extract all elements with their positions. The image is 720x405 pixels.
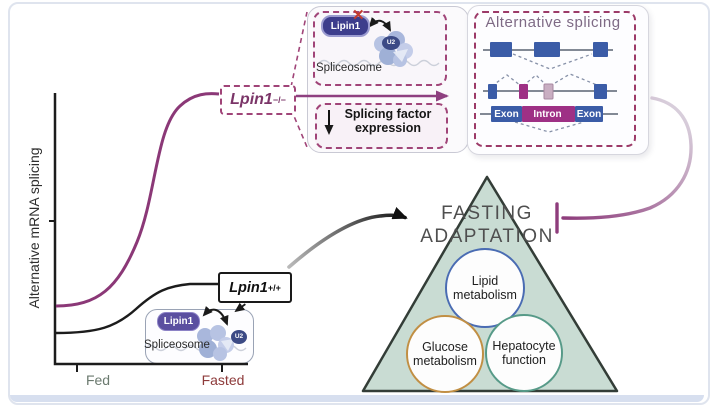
circle-line2: function xyxy=(502,353,546,367)
lpin1-wildtype-label: Lpin1+/+ xyxy=(218,272,292,303)
gene-name: Lpin1 xyxy=(229,279,268,296)
circle-line2: metabolism xyxy=(453,288,517,302)
knockout-cross-icon: ✕ xyxy=(352,7,365,24)
lpin1-knockout-label: Lpin1−/− xyxy=(220,85,296,115)
lipid-metabolism-text: Lipid metabolism xyxy=(445,274,525,302)
genotype-superscript: +/+ xyxy=(267,282,281,293)
splicing-factor-text: Splicing factor expression xyxy=(336,107,440,135)
circle-line1: Glucose xyxy=(422,340,468,354)
glucose-metabolism-text: Glucose metabolism xyxy=(403,340,487,368)
x-tick-fed: Fed xyxy=(85,372,111,388)
u2-snrnp-label-top: U2 xyxy=(386,39,396,46)
fasting-adaptation-title-line2: ADAPTATION xyxy=(420,226,554,247)
exon-right-label: Exon xyxy=(576,109,602,120)
x-tick-fasted: Fasted xyxy=(201,372,245,388)
alt-splicing-dashed-box xyxy=(474,11,636,147)
gene-name: Lpin1 xyxy=(230,91,273,108)
outer-frame xyxy=(8,2,710,405)
spliceosome-caption-bottom: Spliceosome xyxy=(144,339,210,351)
hepatocyte-function-text: Hepatocyte function xyxy=(482,339,566,367)
genotype-superscript: −/− xyxy=(272,95,286,105)
lipin1-badge-top: Lipin1 xyxy=(321,15,370,37)
y-axis-label: Alternative mRNA splicing xyxy=(26,147,42,309)
spliceosome-caption-top: Spliceosome xyxy=(316,62,382,74)
bottom-strip xyxy=(10,395,704,402)
circle-line2: metabolism xyxy=(413,354,477,368)
u2-snrnp-label-bottom: U2 xyxy=(234,333,244,340)
splicing-factor-line2: expression xyxy=(354,121,421,135)
circle-line1: Hepatocyte xyxy=(492,339,556,353)
exon-left-label: Exon xyxy=(494,109,519,120)
splicing-factor-line1: Splicing factor xyxy=(344,107,432,121)
intron-label: Intron xyxy=(533,109,562,120)
lipin1-badge-bottom: Lipin1 xyxy=(157,312,200,331)
circle-line1: Lipid xyxy=(471,274,499,288)
fasting-adaptation-title-line1: FASTING xyxy=(441,203,533,224)
alt-splicing-title: Alternative splicing xyxy=(485,14,621,31)
splicing-factor-box xyxy=(315,103,448,149)
